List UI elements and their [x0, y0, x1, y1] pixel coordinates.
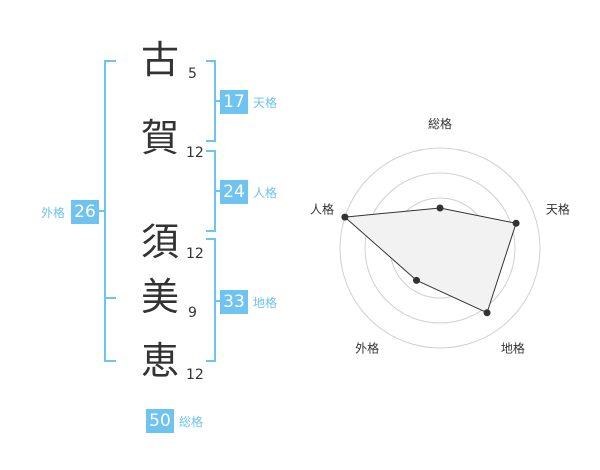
radar-ring	[339, 147, 541, 349]
radar-point-4	[412, 276, 420, 284]
radar-point-3	[483, 309, 491, 317]
radar-axis-label-5: 人格	[310, 202, 334, 217]
jinkaku-label: 人格	[253, 186, 278, 200]
radar-axis-label-4: 外格	[355, 340, 379, 355]
gaikaku-divider	[104, 297, 116, 299]
gaikaku-value: 26	[71, 200, 99, 224]
chikaku-label: 地格	[253, 296, 278, 310]
radar-point-2	[512, 219, 520, 227]
tenkaku-bracket	[206, 60, 216, 142]
stroke-count-1: 5	[188, 66, 197, 82]
stroke-count-4: 9	[188, 305, 197, 321]
stroke-count-2: 12	[186, 145, 204, 161]
stroke-count-3: 12	[186, 246, 204, 262]
chikaku-value: 33	[220, 290, 248, 314]
soukaku-label: 総格	[179, 415, 204, 429]
radar-ring	[364, 172, 516, 324]
radar-axis-label-1: 総格	[428, 116, 452, 131]
tenkaku-value: 17	[220, 90, 248, 114]
given-char-1: 須	[140, 220, 179, 264]
radar-point-1	[436, 204, 444, 212]
radar-data-area	[343, 207, 517, 314]
given-char-2: 美	[140, 275, 179, 319]
radar-points	[341, 204, 520, 317]
name-diagram: 古 5 賀 12 須 12 美 9 恵 12 17 天格 24 人格 33 地格…	[41, 38, 278, 433]
jinkaku-bracket	[206, 150, 216, 232]
gaikaku-tick	[96, 210, 106, 212]
surname-char-1: 古	[140, 38, 179, 82]
soukaku-value: 50	[146, 409, 174, 433]
gaikaku-label: 外格	[41, 206, 66, 220]
jinkaku-value: 24	[220, 180, 248, 204]
stroke-count-5: 12	[186, 367, 204, 383]
jinkaku-tick	[216, 190, 222, 192]
radar-point-5	[341, 213, 349, 221]
tenkaku-label: 天格	[253, 96, 278, 110]
given-char-3: 恵	[140, 339, 179, 383]
surname-char-2: 賀	[140, 116, 179, 160]
radar-axis-label-3: 地格	[501, 340, 525, 355]
chikaku-bracket	[206, 238, 216, 362]
radar-axis-label-2: 天格	[546, 202, 570, 217]
chikaku-tick	[216, 300, 222, 302]
tenkaku-tick	[216, 100, 222, 102]
